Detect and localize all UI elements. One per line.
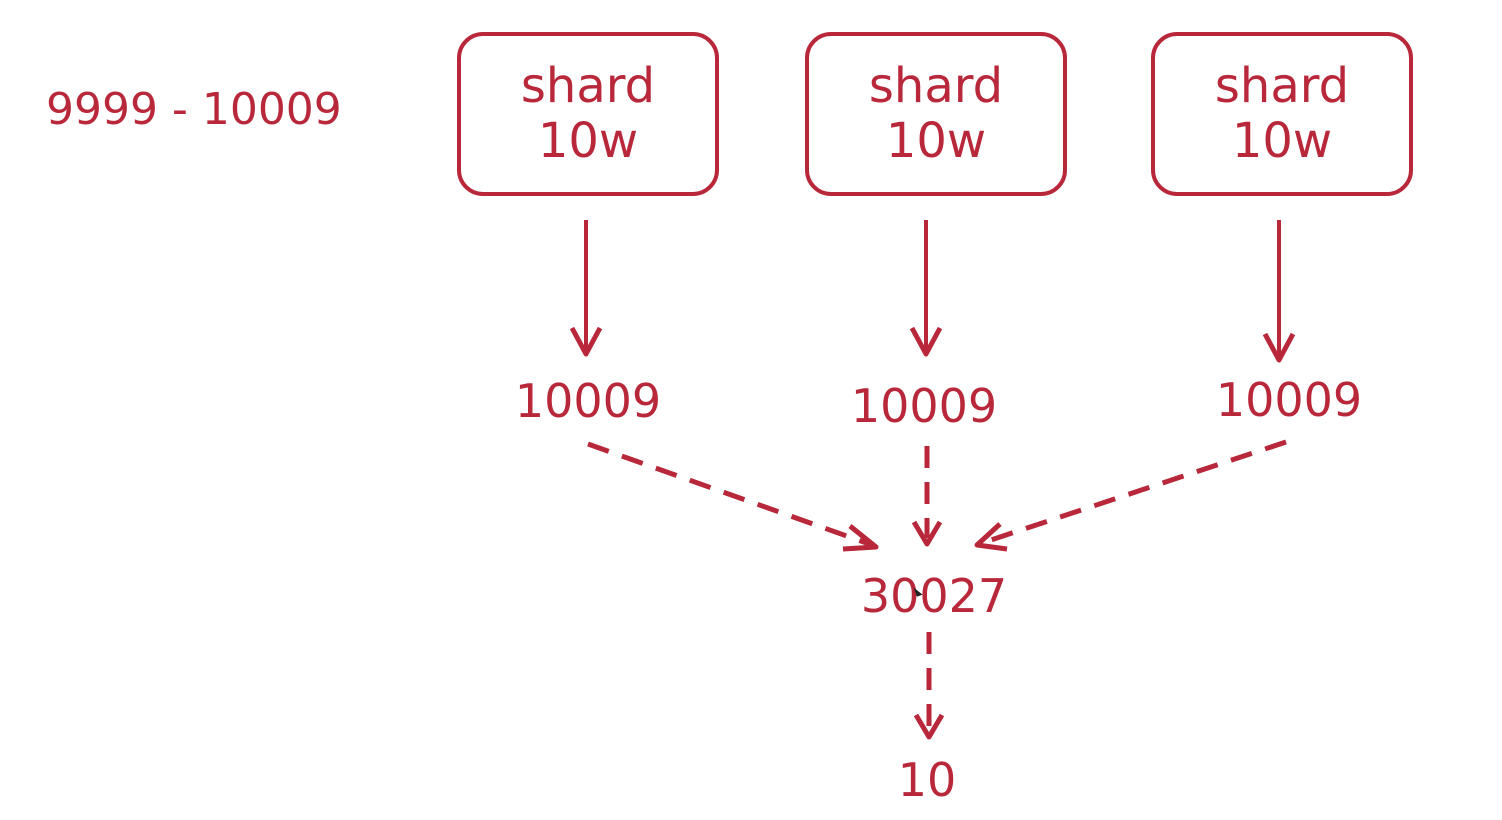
arrowhead-shard-3	[1262, 332, 1296, 363]
shard-3-title: shard	[1214, 57, 1350, 114]
final-result: 10	[897, 753, 957, 807]
dashed-arrowhead-2	[911, 520, 943, 547]
shard-box-1: shard 10w	[457, 32, 719, 196]
shard-box-3: shard 10w	[1151, 32, 1413, 196]
arrowhead-shard-1	[569, 326, 603, 357]
shard-1-result: 10009	[514, 374, 662, 428]
shard-1-size: 10w	[537, 113, 639, 169]
dashed-arrowhead-1	[842, 524, 879, 552]
shard-1-title: shard	[520, 57, 656, 114]
shard-3-result: 10009	[1215, 373, 1363, 427]
shard-box-2: shard 10w	[805, 32, 1067, 196]
merged-total: 30027	[860, 569, 1008, 623]
dashed-arrowhead-3	[974, 522, 1008, 552]
shard-2-size: 10w	[885, 113, 987, 169]
shard-3-size: 10w	[1231, 113, 1333, 169]
query-range-label: 9999 - 10009	[46, 84, 342, 135]
dashed-arrow-result-1-to-merge	[587, 441, 873, 548]
dashed-arrow-result-3-to-merge	[981, 439, 1287, 546]
dashed-arrowhead-final	[913, 713, 945, 740]
arrowhead-shard-2	[909, 326, 943, 357]
shard-2-result: 10009	[850, 379, 998, 433]
shard-2-title: shard	[868, 57, 1004, 114]
